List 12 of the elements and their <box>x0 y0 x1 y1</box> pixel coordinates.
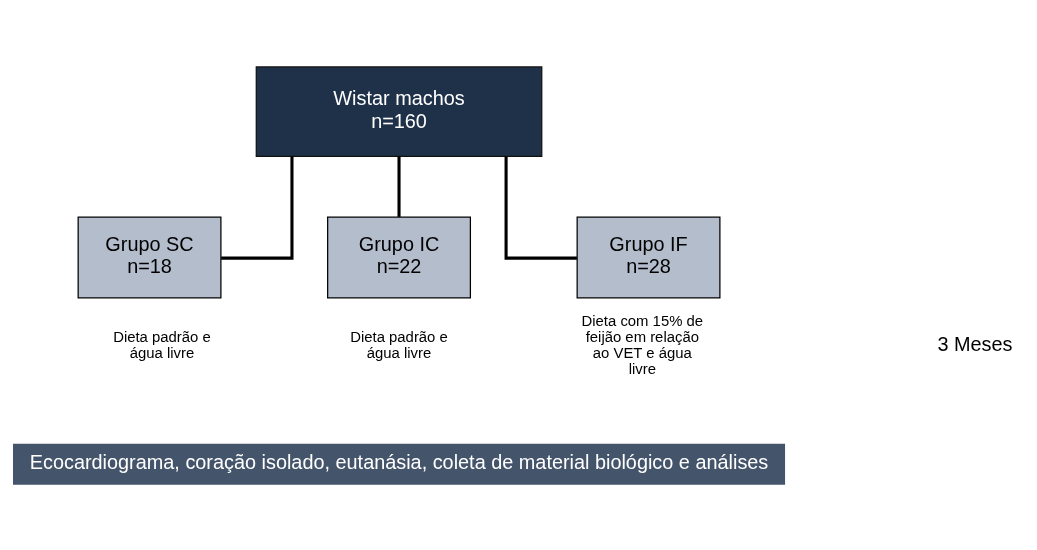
node-box: Grupo IC n=22 <box>327 216 471 298</box>
node-label: Dieta padrão e água livre <box>350 328 448 361</box>
node-box: Grupo IF n=28 <box>576 216 721 298</box>
connector <box>397 156 401 217</box>
node-label: Dieta padrão e água livre <box>113 328 211 361</box>
connector <box>221 155 294 260</box>
node-label: Dieta com 15% de feijão em relação ao VET e água livre <box>581 312 704 377</box>
label: 3 Meses <box>937 332 1013 355</box>
node-box: Grupo SC n=18 <box>77 216 222 298</box>
node-box: Wistar machos n=160 <box>255 65 543 157</box>
node-box: Ecocardiograma, coração isolado, eutanásia, coleta de material biológico e análises <box>13 443 786 485</box>
connector <box>504 155 577 260</box>
